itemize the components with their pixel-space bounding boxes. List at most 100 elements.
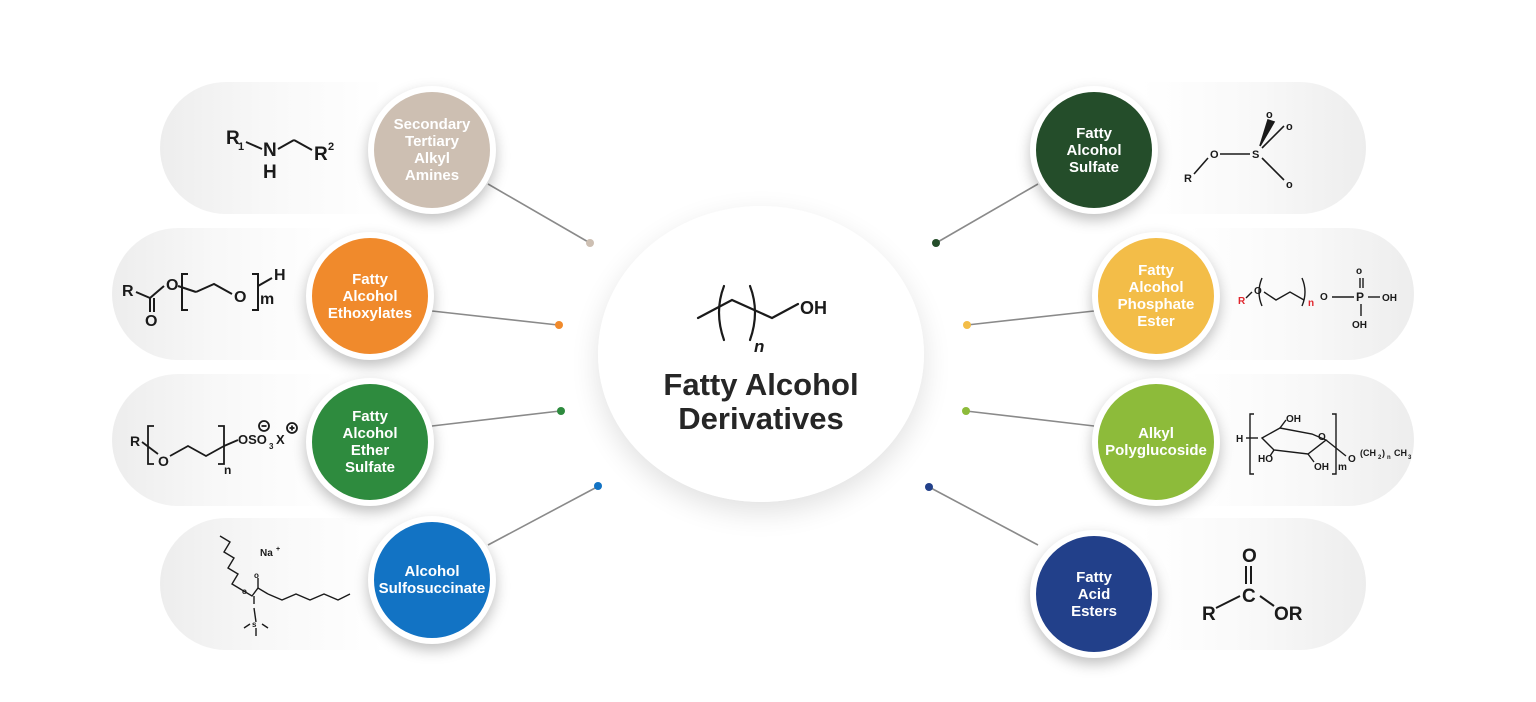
dot-amines — [586, 239, 594, 247]
svg-text:O: O — [1242, 546, 1257, 567]
node-phosphate-ester[interactable]: Fatty Alcohol Phosphate Ester — [1092, 232, 1220, 360]
node-sulfate[interactable]: Fatty Alcohol Sulfate — [1030, 86, 1158, 214]
center-n: n — [754, 337, 764, 356]
svg-text:H: H — [274, 267, 286, 284]
svg-text:OH: OH — [1352, 320, 1367, 331]
formula-amines: R 1 N H R 2 — [226, 128, 334, 183]
svg-text:R: R — [1202, 604, 1216, 625]
svg-text:n: n — [224, 463, 231, 477]
center-title: Fatty Alcohol Derivatives — [620, 368, 902, 436]
formula-polyglucoside: H OH HO OH O m O (CH 2 ) n CH 3 — [1236, 413, 1412, 475]
svg-text:S: S — [1252, 149, 1259, 161]
svg-text:Na: Na — [260, 548, 273, 559]
formula-ethoxylates: R O O O H m — [122, 267, 286, 330]
svg-text:3: 3 — [269, 442, 274, 451]
svg-text:): ) — [1382, 448, 1385, 458]
svg-text:2: 2 — [328, 141, 334, 153]
center-bracket-right — [748, 284, 757, 342]
svg-text:(CH: (CH — [1360, 448, 1376, 458]
svg-text:o: o — [1286, 179, 1293, 191]
svg-text:2: 2 — [1378, 455, 1382, 461]
formula-phosphate-ester: R O n O P o OH OH — [1238, 266, 1397, 331]
formula-sulfate: R O S o o o — [1184, 109, 1293, 191]
svg-text:n: n — [1387, 455, 1391, 461]
svg-text:H: H — [1236, 434, 1243, 445]
node-ether-sulfate[interactable]: Fatty Alcohol Ether Sulfate — [306, 378, 434, 506]
center-circle — [598, 206, 924, 502]
node-sulfosuccinate[interactable]: Alcohol Sulfosuccinate — [368, 516, 496, 644]
connector-ether-sulfate — [431, 410, 561, 427]
dot-ethoxylates — [555, 321, 563, 329]
node-ethoxylates[interactable]: Fatty Alcohol Ethoxylates — [306, 232, 434, 360]
svg-text:OH: OH — [1314, 462, 1329, 473]
dot-fatty-acid-esters — [925, 483, 933, 491]
connector-ethoxylates — [431, 310, 559, 326]
svg-text:OSO: OSO — [238, 432, 267, 447]
svg-text:o: o — [1266, 109, 1273, 121]
svg-text:O: O — [1210, 149, 1219, 161]
svg-text:s: s — [252, 620, 257, 629]
svg-text:o: o — [254, 571, 259, 580]
svg-text:m: m — [1338, 462, 1347, 473]
dot-polyglucoside — [962, 407, 970, 415]
node-label: Fatty Alcohol Ethoxylates — [327, 270, 413, 322]
center-bracket-left — [717, 284, 726, 342]
svg-text:HO: HO — [1258, 454, 1273, 465]
svg-text:O: O — [1348, 454, 1356, 465]
connector-sulfate — [935, 183, 1039, 244]
node-label: Fatty Alcohol Sulfate — [1066, 124, 1122, 176]
dot-phosphate-ester — [963, 321, 971, 329]
node-label: Alkyl Polyglucoside — [1105, 425, 1207, 459]
node-label: Secondary Tertiary Alkyl Amines — [393, 116, 471, 184]
svg-text:o: o — [1286, 121, 1293, 133]
center-chain — [696, 298, 800, 320]
node-polyglucoside[interactable]: Alkyl Polyglucoside — [1092, 378, 1220, 506]
formula-sulfosuccinate: Na + o o s — [219, 535, 351, 636]
svg-text:O: O — [145, 313, 157, 330]
svg-text:C: C — [1242, 586, 1256, 607]
center-oh: OH — [800, 298, 827, 318]
svg-text:P: P — [1356, 290, 1364, 304]
svg-text:o: o — [242, 587, 247, 596]
center-formula: OH n — [696, 284, 827, 356]
svg-text:O: O — [1320, 292, 1328, 303]
svg-text:m: m — [260, 291, 274, 308]
svg-text:R: R — [314, 144, 328, 165]
connector-fatty-acid-esters — [928, 486, 1039, 546]
dot-sulfate — [932, 239, 940, 247]
center-title-line1: Fatty Alcohol — [663, 367, 859, 402]
svg-text:R: R — [130, 433, 140, 449]
connector-sulfosuccinate — [487, 486, 598, 546]
svg-text:o: o — [1356, 266, 1362, 277]
svg-text:OH: OH — [1286, 414, 1301, 425]
center-title-line2: Derivatives — [678, 401, 844, 436]
connector-polyglucoside — [965, 410, 1095, 427]
connector-amines — [487, 183, 591, 244]
svg-text:H: H — [263, 162, 277, 183]
svg-text:O: O — [166, 277, 178, 294]
connector-phosphate-ester — [966, 310, 1095, 326]
svg-text:R: R — [1238, 296, 1246, 307]
formula-ether-sulfate: R O OSO 3 X n — [130, 420, 298, 477]
node-fatty-acid-esters[interactable]: Fatty Acid Esters — [1030, 530, 1158, 658]
svg-text:n: n — [1308, 298, 1314, 309]
dot-ether-sulfate — [557, 407, 565, 415]
node-label: Fatty Alcohol Ether Sulfate — [342, 408, 398, 476]
svg-text:+: + — [276, 546, 280, 553]
svg-text:O: O — [234, 289, 246, 306]
svg-text:R: R — [1184, 173, 1192, 185]
svg-text:X: X — [276, 432, 285, 447]
node-label: Fatty Acid Esters — [1071, 568, 1117, 620]
svg-text:O: O — [1318, 432, 1326, 443]
svg-text:OH: OH — [1382, 293, 1397, 304]
dot-sulfosuccinate — [594, 482, 602, 490]
node-amines[interactable]: Secondary Tertiary Alkyl Amines — [368, 86, 496, 214]
svg-text:O: O — [1254, 286, 1262, 297]
svg-text:CH: CH — [1394, 448, 1407, 458]
svg-text:3: 3 — [1408, 455, 1412, 461]
svg-text:OR: OR — [1274, 604, 1303, 625]
svg-text:O: O — [158, 453, 169, 469]
svg-text:1: 1 — [238, 141, 244, 153]
